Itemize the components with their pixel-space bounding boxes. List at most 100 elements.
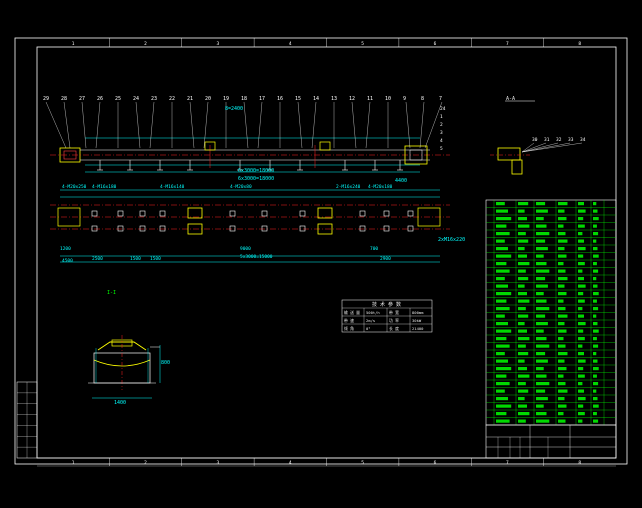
plan-dim: 2900	[380, 256, 391, 262]
zone-number-bottom: 4	[289, 460, 292, 466]
anchor-pad	[91, 210, 98, 217]
parts-entry-glyphs	[518, 359, 525, 363]
elevation-leader	[424, 101, 443, 149]
parts-entry-glyphs	[578, 262, 585, 266]
plan-dim: 4500	[62, 258, 73, 264]
anchor-pad	[299, 225, 306, 232]
parts-entry-glyphs	[578, 397, 586, 401]
parts-entry-glyphs	[536, 314, 546, 318]
parts-entry-glyphs	[558, 404, 567, 408]
parts-entry-glyphs	[536, 202, 546, 206]
plan-note: 4-M20x180	[368, 184, 393, 190]
parts-entry-glyphs	[518, 367, 527, 371]
parts-entry-glyphs	[496, 307, 510, 311]
anchor-pad	[383, 225, 390, 232]
elevation-balloon-label: 27	[79, 96, 85, 102]
parts-entry-glyphs	[578, 374, 585, 378]
parts-entry-glyphs	[496, 419, 510, 423]
elevation-balloon-label: 23	[151, 96, 157, 102]
elevation-balloon-label: 25	[115, 96, 121, 102]
elevation-leader	[63, 101, 71, 149]
zone-number-bottom: 5	[361, 460, 364, 466]
parts-entry-glyphs	[536, 329, 544, 333]
parts-entry-glyphs	[536, 209, 548, 213]
parts-entry-glyphs	[496, 247, 508, 251]
parts-entry-glyphs	[593, 404, 599, 408]
parts-entry-glyphs	[558, 397, 565, 401]
plan-note: 4-M16x140	[160, 184, 185, 190]
detail-leader	[521, 142, 535, 153]
parts-entry-glyphs	[593, 419, 599, 423]
parts-entry-glyphs	[536, 232, 550, 236]
elevation-side-label: 3	[440, 130, 443, 136]
parts-entry-glyphs	[496, 412, 507, 416]
anchor-pad	[159, 225, 166, 232]
parts-entry-glyphs	[536, 269, 550, 273]
parts-entry-glyphs	[536, 367, 544, 371]
spec-cell: 长 度	[389, 326, 399, 331]
elevation-balloon-label: 12	[349, 96, 355, 102]
parts-entry-glyphs	[578, 247, 586, 251]
parts-entry-glyphs	[536, 389, 546, 393]
parts-entry-glyphs	[518, 344, 526, 348]
anchor-pad	[139, 225, 146, 232]
anchor-pad	[117, 210, 124, 217]
spec-cell: 30kW	[412, 318, 422, 323]
spec-title: 技 术 参 数	[372, 301, 401, 308]
plan-note: 4-M20x80	[230, 184, 252, 190]
elevation-side-label: 24	[440, 106, 446, 112]
parts-entry-glyphs	[578, 299, 585, 303]
parts-entry-glyphs	[593, 209, 598, 213]
zone-number-top: 6	[434, 41, 437, 47]
detail-view-a	[490, 100, 535, 175]
zone-number-bottom: 1	[72, 460, 75, 466]
parts-entry-glyphs	[518, 217, 527, 221]
elevation-side-label: 1	[440, 114, 443, 120]
parts-entry-glyphs	[558, 344, 566, 348]
parts-entry-glyphs	[593, 254, 599, 258]
detail-leader	[521, 142, 559, 153]
parts-entry-glyphs	[578, 382, 583, 386]
parts-entry-glyphs	[536, 397, 548, 401]
parts-entry-glyphs	[558, 269, 566, 273]
parts-entry-glyphs	[593, 277, 597, 281]
elevation-balloon-label: 14	[313, 96, 319, 102]
parts-entry-glyphs	[578, 412, 585, 416]
parts-entry-glyphs	[558, 337, 564, 341]
parts-entry-glyphs	[593, 337, 597, 341]
parts-entry-glyphs	[578, 322, 586, 326]
parts-entry-glyphs	[593, 367, 599, 371]
elevation-balloon-label: 16	[277, 96, 283, 102]
parts-entry-glyphs	[518, 404, 527, 408]
parts-entry-glyphs	[558, 284, 565, 288]
parts-entry-glyphs	[496, 284, 508, 288]
elevation-balloon-label: 28	[61, 96, 67, 102]
anchor-pad	[407, 210, 414, 217]
plan-dim: 2500	[92, 256, 103, 262]
parts-entry-glyphs	[496, 209, 508, 213]
parts-entry-glyphs	[558, 359, 565, 363]
parts-entry-glyphs	[593, 299, 597, 303]
detail-balloon-label: 30	[532, 137, 538, 143]
spec-cell: 21400	[412, 326, 424, 331]
parts-entry-glyphs	[593, 202, 597, 206]
zone-number-top: 4	[289, 41, 292, 47]
parts-entry-glyphs	[496, 314, 505, 318]
elev-dim-right: 4400	[395, 178, 407, 184]
zone-number-bottom: 3	[216, 460, 219, 466]
parts-entry-glyphs	[518, 239, 529, 243]
parts-entry-glyphs	[578, 307, 583, 311]
parts-entry-glyphs	[593, 224, 597, 228]
elevation-balloon-label: 8	[421, 96, 424, 102]
spec-cell: 功 率	[389, 318, 399, 323]
parts-entry-glyphs	[578, 209, 586, 213]
elevation-leader	[257, 101, 263, 149]
anchor-pad	[229, 225, 236, 232]
parts-entry-glyphs	[536, 412, 547, 416]
parts-entry-glyphs	[496, 269, 510, 273]
plan-dim: 9000	[240, 246, 251, 252]
anchor-pad	[359, 210, 366, 217]
parts-entry-glyphs	[496, 382, 510, 386]
